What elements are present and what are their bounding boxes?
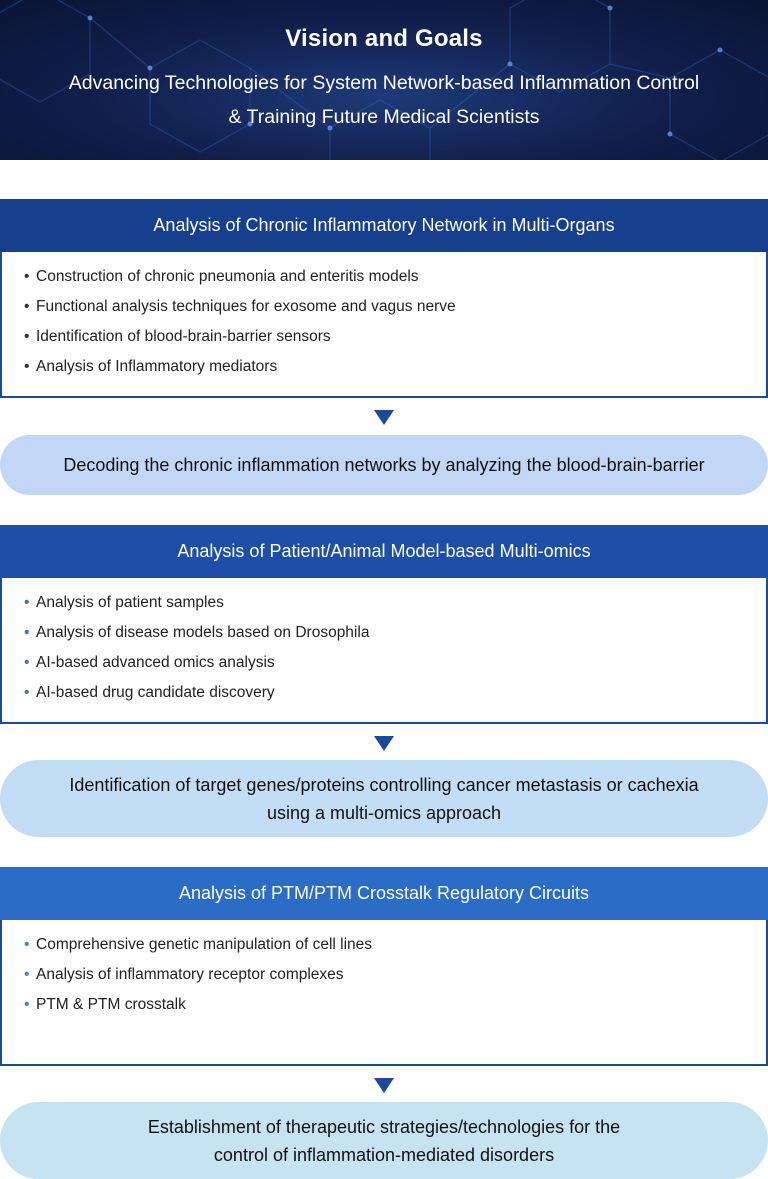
bullet-icon: • <box>24 684 30 701</box>
section-chronic-inflammatory-network: Analysis of Chronic Inflammatory Network… <box>0 199 768 398</box>
outcome-text-line-1: Decoding the chronic inflammation networ… <box>63 455 705 475</box>
list-item: •PTM & PTM crosstalk <box>24 994 766 1024</box>
bullet-icon: • <box>24 654 30 671</box>
list-item: •Identification of blood-brain-barrier s… <box>24 326 766 356</box>
section-header: Analysis of Chronic Inflammatory Network… <box>0 199 768 252</box>
section-multi-omics: Analysis of Patient/Animal Model-based M… <box>0 525 768 724</box>
list-item: •Analysis of patient samples <box>24 592 766 622</box>
section-header: Analysis of Patient/Animal Model-based M… <box>0 525 768 578</box>
section-header: Analysis of PTM/PTM Crosstalk Regulatory… <box>0 867 768 920</box>
list-item: •Comprehensive genetic manipulation of c… <box>24 934 766 964</box>
item-list: •Analysis of patient samples •Analysis o… <box>2 592 766 712</box>
outcome-text-line-2: using a multi-omics approach <box>266 802 502 823</box>
bullet-icon: • <box>24 624 30 641</box>
page-subtitle-line-1: Advancing Technologies for System Networ… <box>68 72 700 94</box>
section-ptm-crosstalk: Analysis of PTM/PTM Crosstalk Regulatory… <box>0 867 768 1066</box>
down-arrow-icon <box>374 1078 394 1093</box>
page-subtitle-line-2: & Training Future Medical Scientists <box>228 106 540 128</box>
outcome-text-line-2: control of inflammation-mediated disorde… <box>213 1144 555 1165</box>
bullet-icon: • <box>24 594 30 611</box>
list-item: •Functional analysis techniques for exos… <box>24 296 766 326</box>
list-item: •Analysis of inflammatory receptor compl… <box>24 964 766 994</box>
bullet-icon: • <box>24 966 30 983</box>
page-title: Vision and Goals <box>285 25 483 52</box>
list-item: •Construction of chronic pneumonia and e… <box>24 266 766 296</box>
bullet-icon: • <box>24 936 30 953</box>
hero-banner: Vision and Goals Advancing Technologies … <box>0 0 768 160</box>
list-item: •Analysis of Inflammatory mediators <box>24 356 766 386</box>
bullet-icon: • <box>24 268 30 285</box>
section-body: •Analysis of patient samples •Analysis o… <box>0 578 768 724</box>
item-list: •Construction of chronic pneumonia and e… <box>2 266 766 386</box>
bullet-icon: • <box>24 328 30 345</box>
bullet-icon: • <box>24 298 30 315</box>
outcome-pill: Identification of target genes/proteins … <box>0 760 768 837</box>
down-arrow-icon <box>374 736 394 751</box>
down-arrow-icon <box>374 410 394 425</box>
list-item: •Analysis of disease models based on Dro… <box>24 622 766 652</box>
outcome-pill: Establishment of therapeutic strategies/… <box>0 1102 768 1179</box>
list-item: •AI-based advanced omics analysis <box>24 652 766 682</box>
section-body: •Comprehensive genetic manipulation of c… <box>0 920 768 1066</box>
outcome-text-line-1: Identification of target genes/proteins … <box>69 774 699 795</box>
outcome-pill: Decoding the chronic inflammation networ… <box>0 435 768 495</box>
hex-network-background <box>0 0 768 160</box>
item-list: •Comprehensive genetic manipulation of c… <box>2 934 766 1024</box>
outcome-text-line-1: Establishment of therapeutic strategies/… <box>147 1116 621 1137</box>
section-body: •Construction of chronic pneumonia and e… <box>0 252 768 398</box>
bullet-icon: • <box>24 996 30 1013</box>
list-item: •AI-based drug candidate discovery <box>24 682 766 712</box>
bullet-icon: • <box>24 358 30 375</box>
